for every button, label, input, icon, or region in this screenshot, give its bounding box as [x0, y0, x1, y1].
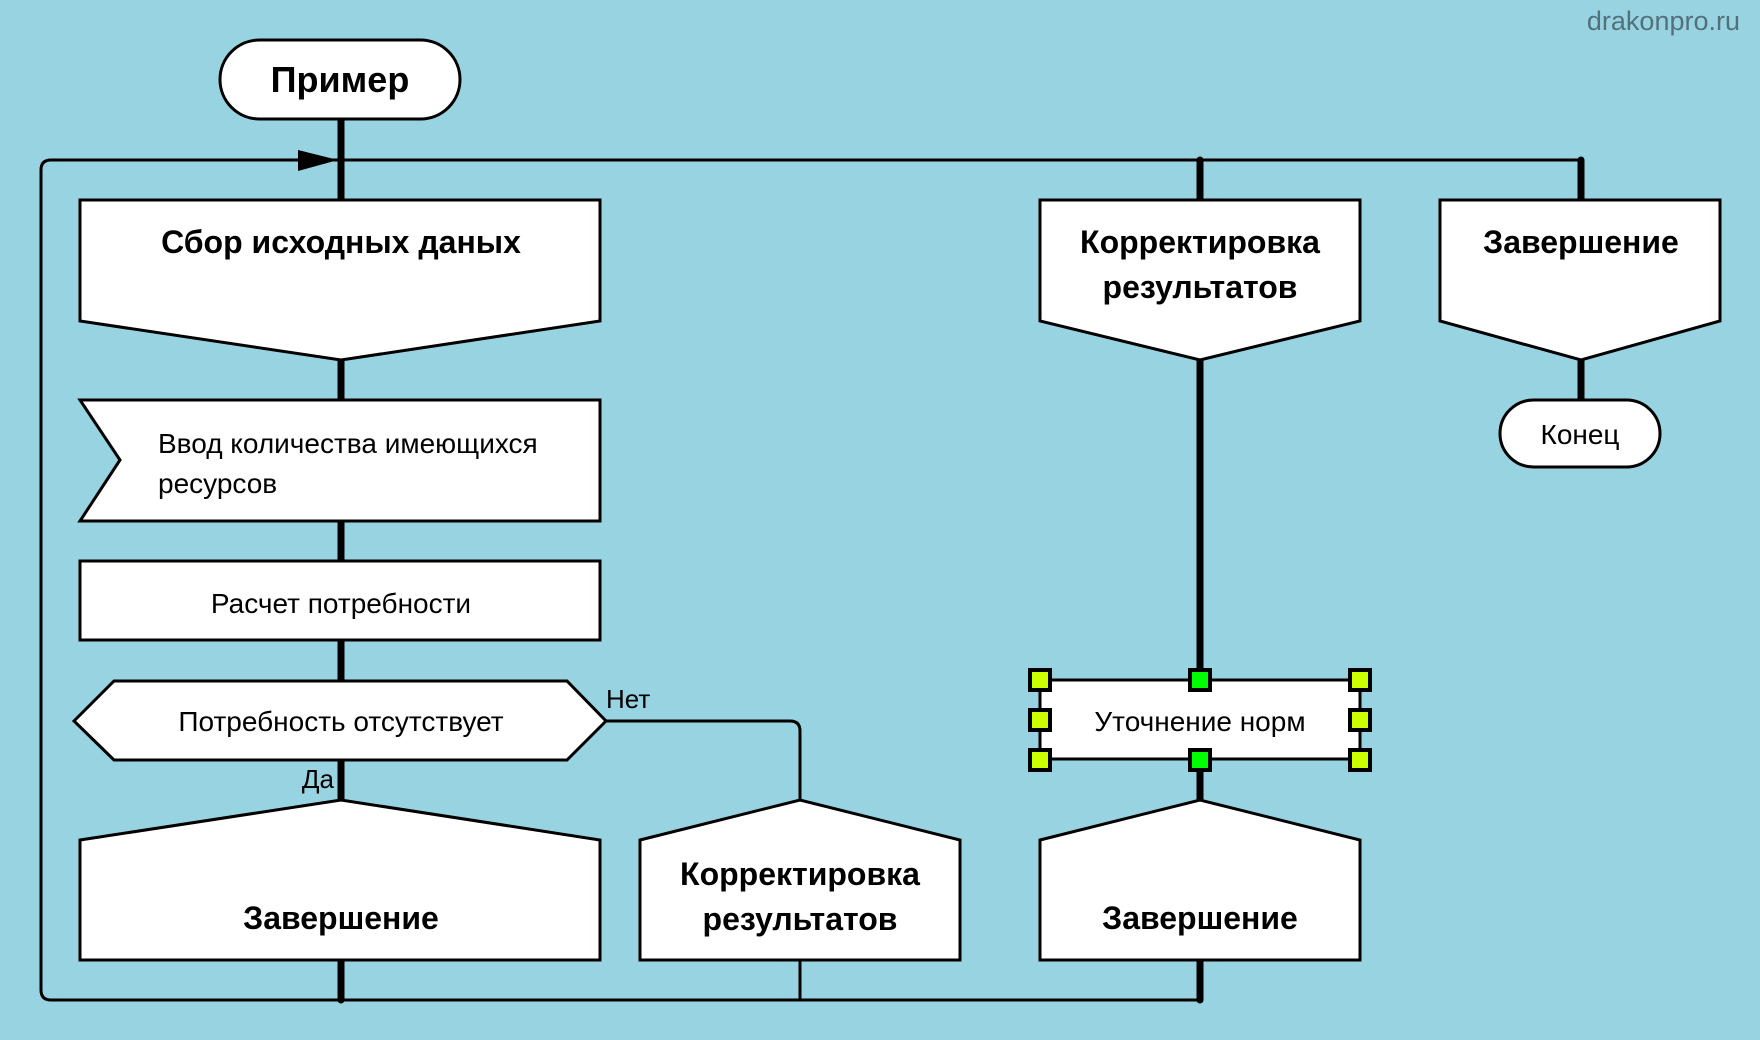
address-shape	[1038, 798, 1362, 962]
loop-connector	[39, 158, 1581, 990]
watermark: drakonpro.ru	[1587, 6, 1740, 36]
resize-handle-bottom-right[interactable]	[1348, 748, 1372, 772]
input-text-line-2: ресурсов	[158, 468, 277, 499]
branch-header-text: Завершение	[1483, 224, 1679, 260]
branch-header-text-line-1: Корректировка	[1080, 224, 1320, 260]
end-capsule	[1498, 398, 1662, 469]
yes-label: Да	[302, 764, 335, 794]
question-icon[interactable]: Потребность отсутствует	[71, 679, 609, 762]
action-shape	[78, 559, 602, 642]
input-text-line-1: Ввод количества имеющихся	[158, 428, 538, 459]
address-text: Завершение	[1102, 900, 1298, 936]
title-text: Пример	[271, 59, 410, 100]
selected-action-icon[interactable]: Уточнение норм	[1028, 668, 1372, 772]
address-text-line-1: Корректировка	[680, 856, 920, 892]
question-shape	[71, 679, 609, 762]
address-icon-3[interactable]: Завершение	[1038, 798, 1362, 962]
branch-header-shape	[1038, 198, 1362, 362]
connector-handle-top[interactable]	[1188, 668, 1212, 692]
loop-arrow-icon	[298, 150, 338, 171]
branch-header-text: Сбор исходных даных	[161, 224, 521, 260]
title-capsule	[218, 38, 462, 121]
input-shape	[77, 398, 602, 523]
action-text: Расчет потребности	[211, 588, 471, 619]
address-shape	[638, 798, 962, 962]
no-label: Нет	[606, 684, 650, 714]
address-text: Завершение	[243, 900, 439, 936]
address-icon-2[interactable]: Корректировка результатов	[638, 798, 962, 962]
branch-header-shape	[78, 198, 602, 362]
address-shape	[78, 798, 602, 962]
address-text-line-2: результатов	[703, 901, 898, 937]
end-icon[interactable]: Конец	[1498, 398, 1662, 469]
branch-header-text-line-2: результатов	[1103, 269, 1298, 305]
no-branch-connector	[606, 719, 802, 1000]
bottom-connector	[39, 989, 1200, 1002]
branch-header-shape	[1438, 198, 1722, 362]
action-text: Уточнение норм	[1094, 706, 1305, 737]
title-icon[interactable]: Пример	[218, 38, 462, 121]
branch-header-2[interactable]: Корректировка результатов	[1038, 198, 1362, 362]
address-icon-1[interactable]: Завершение	[78, 798, 602, 962]
resize-handle-top-left[interactable]	[1028, 668, 1052, 692]
connector-handle-bottom[interactable]	[1188, 748, 1212, 772]
question-text: Потребность отсутствует	[178, 706, 503, 737]
action-icon[interactable]: Расчет потребности	[78, 559, 602, 642]
resize-handle-left[interactable]	[1028, 708, 1052, 732]
branch-header-1[interactable]: Сбор исходных даных	[78, 198, 602, 362]
input-icon[interactable]: Ввод количества имеющихся ресурсов	[77, 398, 602, 523]
resize-handle-right[interactable]	[1348, 708, 1372, 732]
resize-handle-bottom-left[interactable]	[1028, 748, 1052, 772]
end-text: Конец	[1541, 419, 1620, 450]
resize-handle-top-right[interactable]	[1348, 668, 1372, 692]
branch-header-3[interactable]: Завершение	[1438, 198, 1722, 362]
